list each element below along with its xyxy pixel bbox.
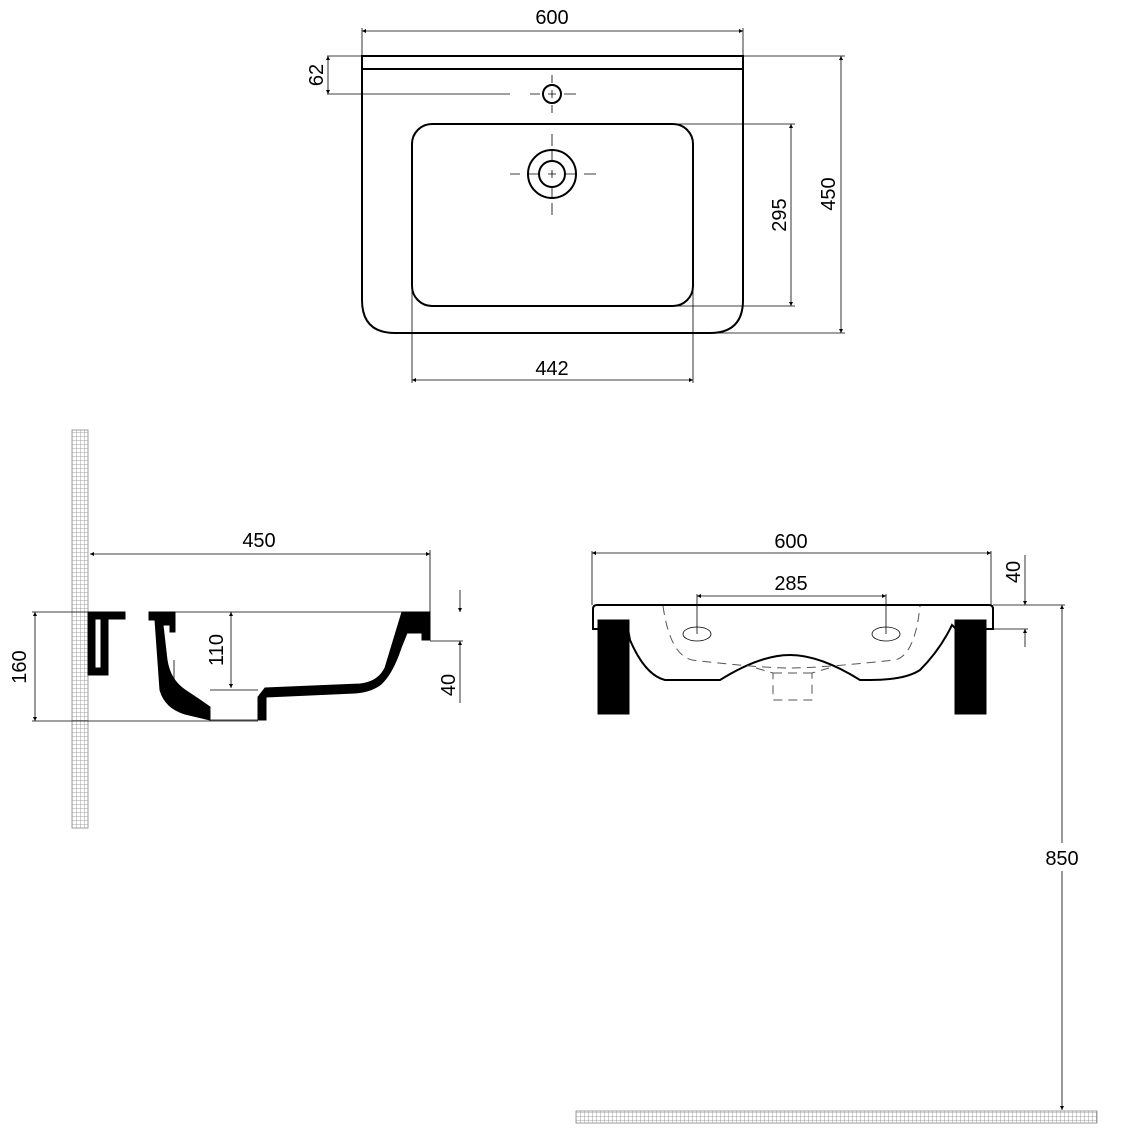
dim-mounting-height: 850 bbox=[1045, 848, 1078, 870]
hidden-bowl-line bbox=[662, 605, 921, 669]
bracket-right bbox=[954, 619, 987, 715]
bowl-outline-top bbox=[411, 123, 694, 307]
dim-bowl-width: 442 bbox=[535, 358, 568, 380]
dim-side-height: 160 bbox=[9, 650, 31, 683]
wall-bracket bbox=[87, 611, 126, 676]
hidden-drain bbox=[755, 667, 830, 701]
basin-section-front bbox=[257, 611, 431, 721]
dim-bowl-depth: 295 bbox=[769, 198, 791, 231]
dim-tap-offset: 62 bbox=[306, 64, 328, 86]
dim-top-width: 600 bbox=[535, 7, 568, 29]
basin-section-back bbox=[148, 611, 211, 721]
basin-outline-top bbox=[361, 55, 744, 334]
wall-hatch bbox=[71, 429, 89, 829]
dim-front-width: 600 bbox=[774, 531, 807, 553]
front-view: 600 285 40 850 bbox=[575, 531, 1098, 1124]
floor-hatch bbox=[575, 1110, 1098, 1124]
dim-side-rim: 40 bbox=[438, 674, 460, 696]
dim-bracket-spacing: 285 bbox=[774, 573, 807, 595]
basin-rim-front bbox=[592, 604, 994, 681]
bracket-left bbox=[597, 619, 630, 715]
side-view: 450 160 110 40 bbox=[9, 429, 463, 829]
dim-side-depth: 450 bbox=[242, 530, 275, 552]
dim-side-bowl-depth: 110 bbox=[206, 634, 228, 666]
tap-hole-icon bbox=[530, 75, 576, 113]
dim-front-rim: 40 bbox=[1003, 561, 1025, 583]
dim-top-depth: 450 bbox=[818, 177, 840, 210]
drain-icon bbox=[510, 134, 596, 215]
top-view: 600 62 450 295 442 bbox=[306, 7, 845, 383]
